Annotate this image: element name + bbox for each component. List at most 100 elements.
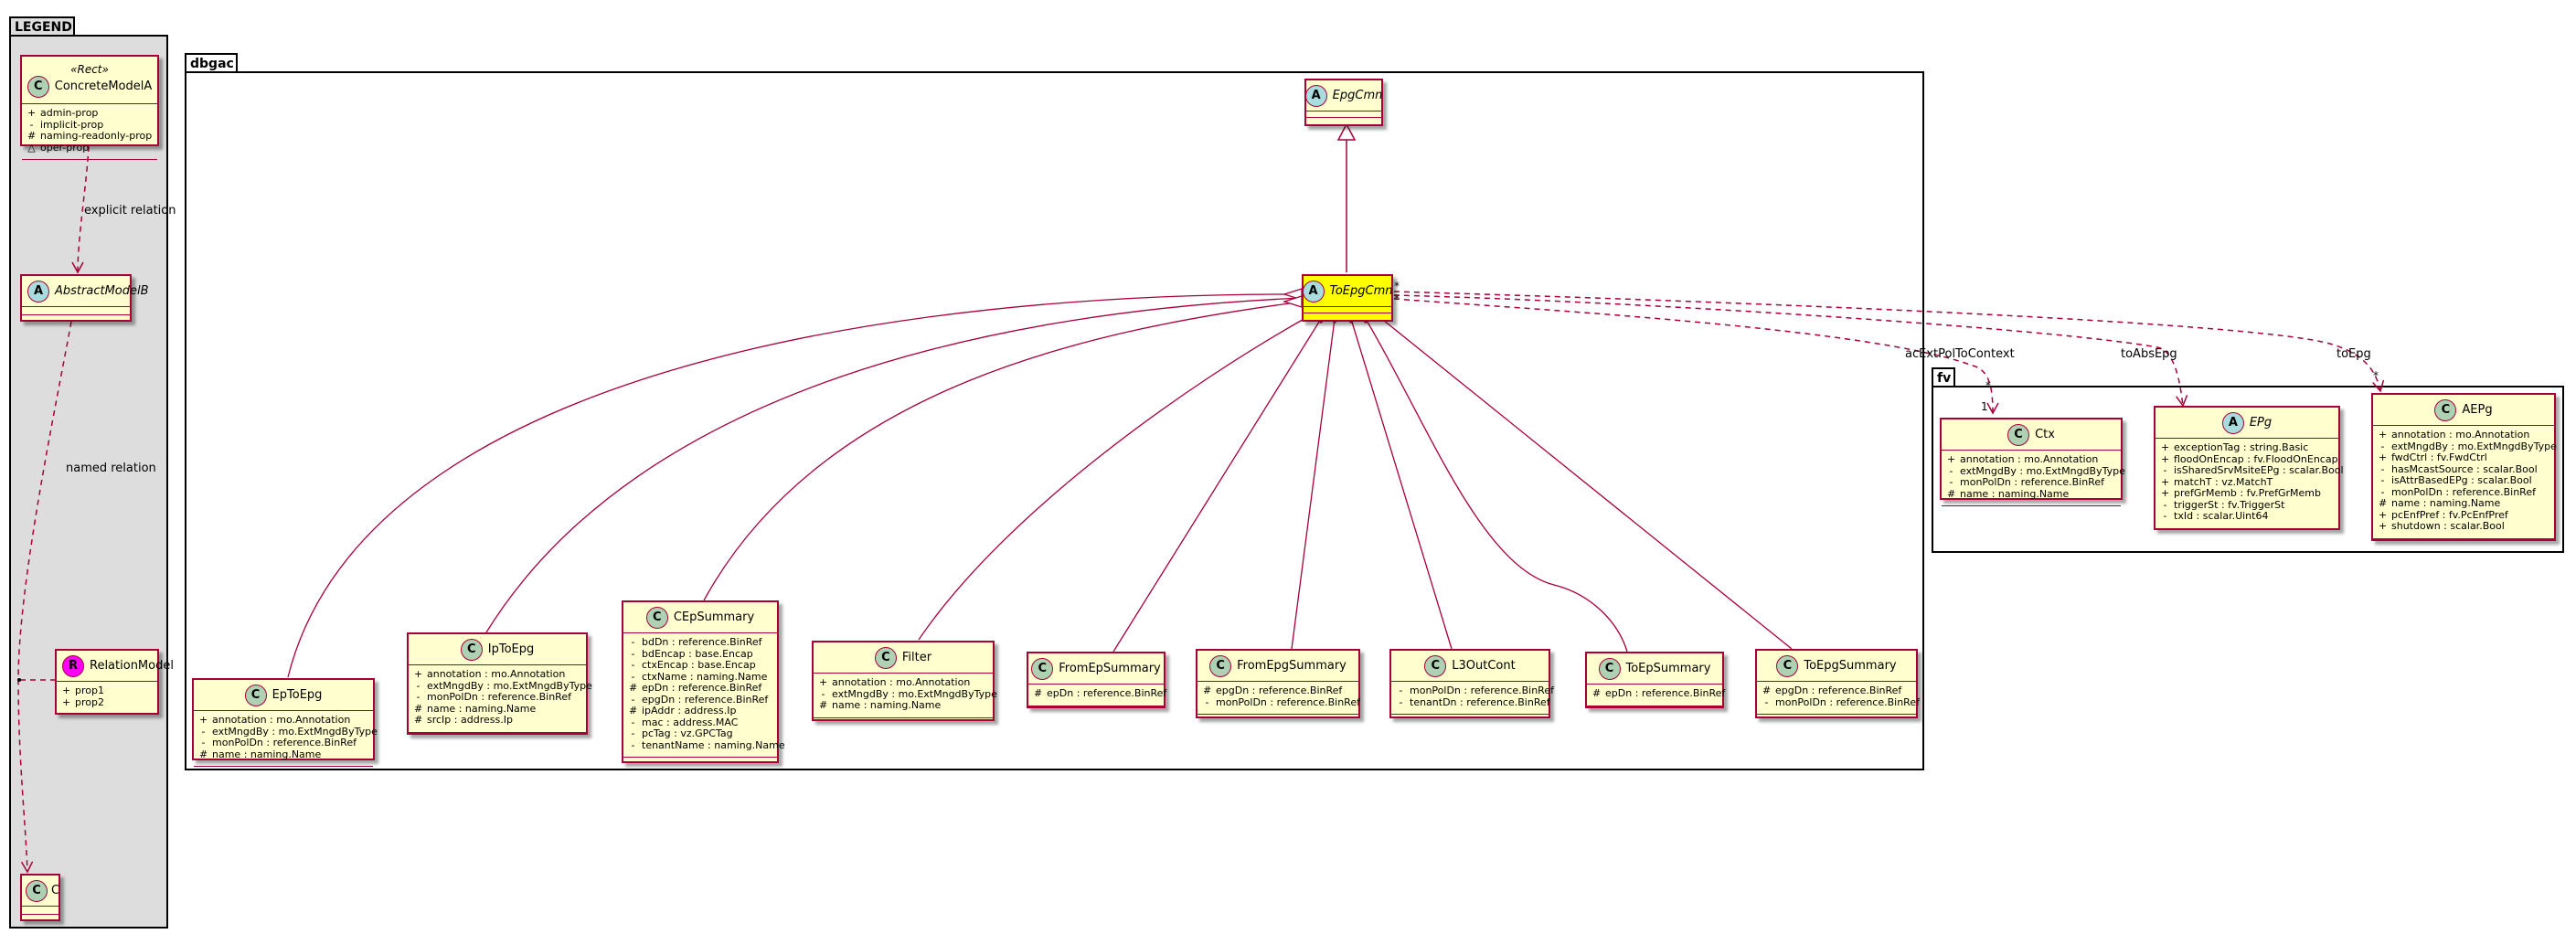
visibility-marker: + [2379,508,2388,521]
class-name: ToEpgSummary [1804,659,1897,673]
relation-badge-icon: R [62,654,84,677]
class-name: EpgCmn [1332,89,1383,102]
attribute-row: +matchT : vz.MatchT [2161,475,2333,489]
attribute-text: extMngdBy : mo.ExtMngdByType [427,679,592,692]
dbgac-package-tab: dbgac [185,53,238,73]
attribute-row: +pcEnfPref : fv.PcEnfPref [2379,508,2549,522]
visibility-marker: - [1949,464,1953,477]
attribute-text: epDn : reference.BinRef [1047,687,1167,699]
legend-concrete-class[interactable]: «Rect» C ConcreteModelA +admin-prop-impl… [20,55,159,160]
class-badge-icon: C [645,606,668,629]
rel-inherit-triangle-2 [1282,295,1303,308]
attribute-row: -implicit-prop [27,118,152,132]
attribute-text: name : naming.Name [832,699,942,711]
visibility-marker: + [27,107,37,119]
attribute-text: shutdown : scalar.Bool [2391,520,2505,532]
class-attrs: -bdDn : reference.BinRef-bdEncap : base.… [623,633,785,758]
visibility-marker: + [62,695,71,708]
attribute-row: -epgDn : reference.BinRef [629,694,772,706]
rel-toabsepg-line [1393,294,2188,408]
legend-c-name: C [51,884,60,897]
attribute-row: #name : naming.Name [819,699,987,712]
abstract-badge-icon: A [2221,411,2244,434]
visibility-marker: + [2379,429,2388,440]
visibility-marker: △ [27,141,36,154]
class-badge-icon: C [2434,398,2457,421]
class-name: Ctx [2035,428,2055,441]
attribute-text: epgDn : reference.BinRef [1775,685,1902,696]
class-badge-icon: C [2007,423,2030,446]
class-attrs: +annotation : mo.Annotation-extMngdBy : … [814,674,997,718]
attribute-row: -triggerSt : fv.TriggerSt [2161,499,2333,512]
visibility-marker: - [2380,485,2385,498]
visibility-marker: - [631,659,635,671]
visibility-marker: - [1764,695,1769,708]
attribute-row: -extMngdBy : mo.ExtMngdByType [2379,440,2557,453]
visibility-marker: # [629,705,638,716]
visibility-marker: # [1203,685,1212,696]
attribute-text: hasMcastSource : scalar.Bool [2391,462,2538,475]
legend-concrete-stereotype: «Rect» [70,62,109,76]
attribute-row: #name : naming.Name [1947,488,2115,501]
attribute-row: +fwdCtrl : fv.FwdCtrl [2379,451,2549,464]
attribute-row: +admin-prop [27,107,152,120]
attribute-row: #ipAddr : address.Ip [629,705,772,717]
visibility-marker: # [1762,685,1772,696]
attribute-row: +annotation : mo.Annotation [819,676,987,689]
attribute-row: -monPolDn : reference.BinRef [1203,696,1360,709]
class-name: ToEpgCmn [1329,284,1393,298]
rel-acextpoltocontext-line [1393,298,1999,415]
visibility-marker: + [2161,441,2170,453]
mult-one: 1 [1981,400,1988,413]
rel-toepgcmn-eptoepg [287,293,1304,678]
attribute-row: -tenantDn : reference.BinRef [1397,696,1550,709]
class-name: EpToEpg [271,688,323,702]
class-attrs: #epDn : reference.BinRef [1587,685,1725,706]
visibility-marker: - [631,670,635,683]
attribute-row: #srcIp : address.Ip [414,714,580,727]
rel-toepgcmn-toepgsummary [1378,315,1793,650]
class-name: CEpSummary [673,610,755,624]
rel-toabsepg-label: toAbsEpg [2121,347,2177,361]
attribute-row: -bdDn : reference.BinRef [629,636,772,649]
class-badge-icon: C [1031,657,1054,680]
abstract-badge-icon: A [27,280,49,302]
class-badge-icon: C [1424,654,1447,677]
attribute-text: implicit-prop [40,118,104,131]
attribute-row: -isSharedSrvMsiteEPg : scalar.Bool [2161,464,2344,477]
visibility-marker: - [416,691,420,703]
visibility-marker: - [631,716,635,728]
visibility-marker: + [2161,475,2170,488]
mult-star-3: * [1985,379,1991,392]
legend-relation-attrs: +prop1+prop2 [57,682,157,715]
visibility-marker: - [2163,510,2167,522]
class-name: L3OutCont [1452,659,1516,673]
class-epgcmn[interactable]: A EpgCmn [1304,79,1383,126]
attribute-row: #name : naming.Name [2379,497,2549,510]
attribute-row: -pcTag : vz.GPCTag [629,727,772,740]
class-name: IpToEpg [487,642,535,656]
legend-relation-class[interactable]: R RelationModel +prop1+prop2 [55,649,174,715]
abstract-badge-icon: A [1304,84,1327,107]
legend-abstract-class[interactable]: A AbstractModelB [20,274,149,322]
visibility-marker: # [414,714,423,726]
class-attrs: +annotation : mo.Annotation-extMngdBy : … [2373,426,2557,539]
attribute-text: pcTag : vz.GPCTag [642,727,733,739]
attribute-text: annotation : mo.Annotation [427,668,566,680]
class-attrs: +annotation : mo.Annotation-extMngdBy : … [194,711,378,767]
attribute-text: monPolDn : reference.BinRef [1960,476,2104,488]
legend-c-class[interactable]: C C [20,874,60,921]
